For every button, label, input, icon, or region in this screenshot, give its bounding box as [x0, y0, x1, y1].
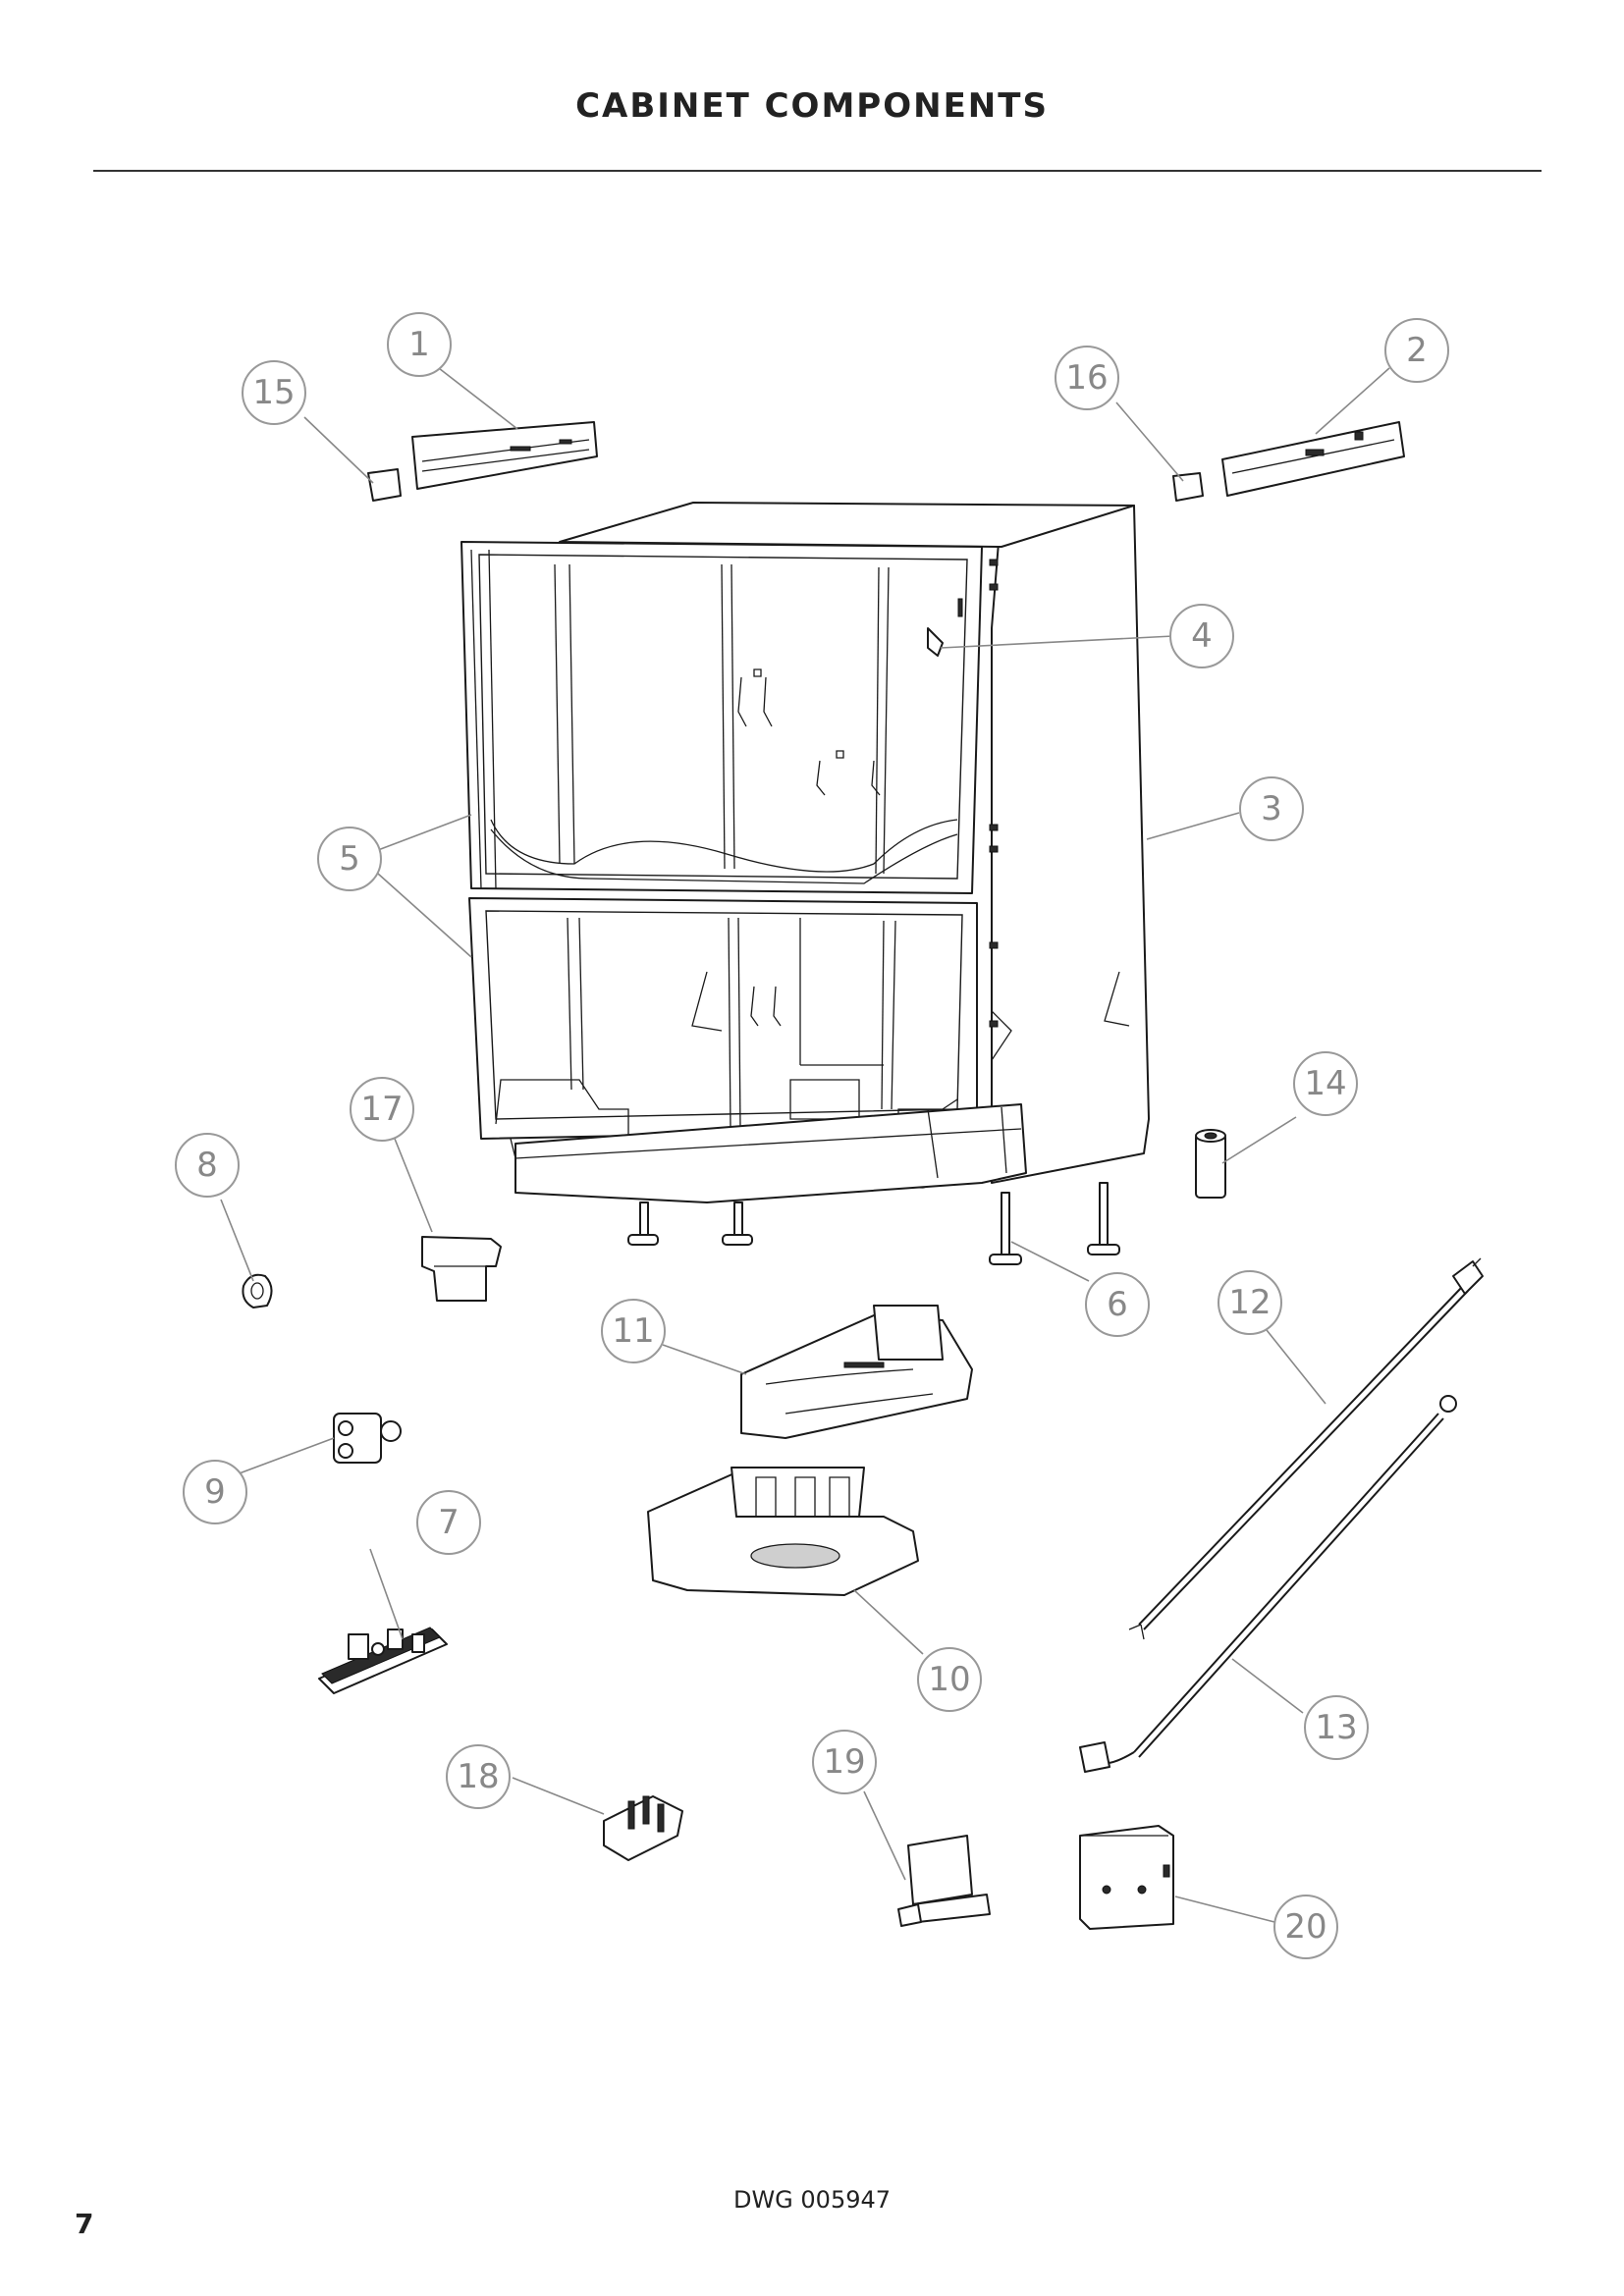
svg-text:8: 8: [196, 1146, 218, 1185]
inlet-hose: [1080, 1396, 1456, 1772]
callout-8: 8: [175, 1133, 240, 1198]
svg-text:1: 1: [408, 325, 430, 364]
spacer-cylinder: [1196, 1130, 1225, 1198]
drawing-number: DWG 005947: [732, 2186, 892, 2214]
callout-1: 1: [387, 312, 452, 377]
callout-9: 9: [183, 1460, 247, 1524]
svg-text:5: 5: [339, 839, 360, 879]
svg-text:12: 12: [1228, 1283, 1271, 1322]
callout-18: 18: [446, 1744, 511, 1809]
title-divider: [93, 170, 1542, 172]
svg-text:3: 3: [1261, 789, 1282, 828]
svg-text:11: 11: [612, 1311, 654, 1351]
svg-text:15: 15: [252, 373, 295, 412]
junction-box: [1080, 1826, 1173, 1929]
callout-11: 11: [601, 1299, 666, 1363]
svg-text:7: 7: [438, 1503, 460, 1542]
callout-10: 10: [917, 1647, 982, 1712]
cabinet-body: [461, 503, 1149, 1202]
callout-13: 13: [1304, 1695, 1369, 1760]
callout-12: 12: [1218, 1270, 1282, 1335]
callout-2: 2: [1384, 318, 1449, 383]
callout-14: 14: [1293, 1051, 1358, 1116]
control-board: [319, 1628, 447, 1693]
leader-lines: [220, 364, 1390, 1923]
svg-text:20: 20: [1284, 1907, 1326, 1947]
callout-16: 16: [1055, 346, 1119, 410]
callout-7: 7: [416, 1490, 481, 1555]
svg-text:16: 16: [1065, 358, 1108, 398]
page-title: CABINET COMPONENTS: [575, 86, 1049, 126]
callout-15: 15: [242, 360, 306, 425]
svg-text:10: 10: [928, 1660, 970, 1699]
svg-text:18: 18: [457, 1757, 499, 1796]
inlet-valve: [334, 1414, 401, 1463]
svg-text:17: 17: [360, 1090, 403, 1129]
callout-6: 6: [1085, 1272, 1150, 1337]
clip: [243, 1275, 271, 1308]
mounting-bracket: [898, 1836, 990, 1926]
svg-text:19: 19: [823, 1742, 865, 1782]
lower-base-tray: [648, 1468, 918, 1595]
callout-4: 4: [1169, 604, 1234, 668]
callout-3: 3: [1239, 776, 1304, 841]
svg-text:13: 13: [1315, 1708, 1357, 1747]
drawer-runner-left: [368, 422, 597, 501]
cover-block: [422, 1237, 501, 1301]
page-number: 7: [75, 2208, 94, 2240]
upper-base-tray: [741, 1306, 972, 1438]
adjustable-feet: [628, 1183, 1119, 1264]
svg-text:9: 9: [204, 1472, 226, 1512]
svg-text:4: 4: [1191, 616, 1213, 656]
callout-19: 19: [812, 1730, 877, 1794]
callout-20: 20: [1273, 1895, 1338, 1959]
svg-text:2: 2: [1406, 331, 1428, 370]
svg-text:14: 14: [1304, 1064, 1346, 1103]
power-cord: [1129, 1258, 1483, 1639]
svg-text:6: 6: [1107, 1285, 1128, 1324]
drawer-runner-right: [1173, 422, 1404, 501]
callout-17: 17: [350, 1077, 414, 1142]
terminal-block: [604, 1796, 682, 1860]
callout-5: 5: [317, 827, 382, 891]
